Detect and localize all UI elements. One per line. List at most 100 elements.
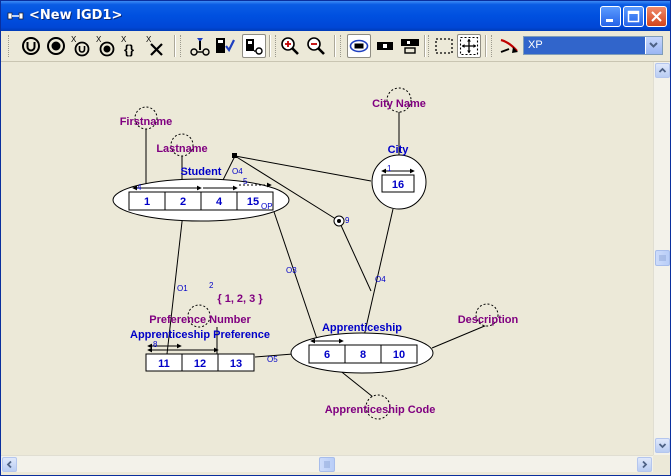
student-op-label: OP xyxy=(261,202,273,211)
toolbar-separator xyxy=(485,35,487,57)
link-icon xyxy=(246,39,263,55)
link-tool-button[interactable] xyxy=(242,34,266,58)
attribute-description-label: Description xyxy=(458,314,519,326)
toolbar-separator xyxy=(424,35,426,57)
horizontal-scrollbar[interactable] xyxy=(1,455,653,472)
close-button[interactable] xyxy=(646,6,667,27)
toolbar-grip[interactable] xyxy=(275,35,279,57)
chevron-left-icon xyxy=(6,460,12,469)
vertical-scroll-thumb[interactable] xyxy=(655,250,670,266)
attribute-lastname-shape[interactable] xyxy=(170,133,194,157)
zoom-out-button[interactable] xyxy=(304,34,328,58)
attribute-city-name-label: City Name xyxy=(372,98,426,110)
attribute-city-name-shape[interactable] xyxy=(386,87,412,113)
role-label-5: 5 xyxy=(243,177,248,186)
exclusion-marker[interactable] xyxy=(333,215,345,227)
connect-tool-button[interactable] xyxy=(188,34,212,58)
window-title: <New IGD1> xyxy=(29,8,123,23)
minimize-button[interactable] xyxy=(600,6,621,27)
role-label-o4-top: O4 xyxy=(232,167,243,176)
horizontal-scroll-thumb[interactable] xyxy=(319,457,335,472)
toolbar-separator xyxy=(334,35,336,57)
svg-text:X: X xyxy=(71,35,77,44)
scroll-up-button[interactable] xyxy=(655,63,670,78)
notation-style-value: XP xyxy=(528,39,543,51)
attribute-preference-number-shape[interactable] xyxy=(187,304,211,328)
table-view-button[interactable] xyxy=(398,34,422,58)
role-label-2: 2 xyxy=(209,281,214,290)
student-cell-2: 2 xyxy=(180,196,186,208)
move-tool-button[interactable] xyxy=(457,34,481,58)
apprenticeship-cell-2: 8 xyxy=(360,349,366,361)
notation-tool-button[interactable] xyxy=(497,34,521,58)
objectify-x-tool-button[interactable]: X xyxy=(94,34,118,58)
union-x-tool-button[interactable]: X xyxy=(69,34,93,58)
notation-style-select[interactable]: XP xyxy=(523,36,663,55)
app-icon xyxy=(7,9,25,23)
cross-x-icon: X xyxy=(146,35,163,56)
attribute-apprenticeship-code-shape[interactable] xyxy=(365,394,391,420)
apprenticeship-cell-1: 6 xyxy=(324,349,330,361)
close-icon xyxy=(651,11,662,22)
toolbar-grip[interactable] xyxy=(340,35,344,57)
svg-text:{}: {} xyxy=(124,42,134,57)
zoom-in-button[interactable] xyxy=(278,34,302,58)
entity-city-label: City xyxy=(388,144,410,156)
ellipse-view-button[interactable] xyxy=(347,34,371,58)
attribute-description-shape[interactable] xyxy=(475,303,499,327)
set-x-tool-button[interactable]: X{} xyxy=(119,34,143,58)
junction-handle[interactable] xyxy=(232,153,237,158)
dropdown-arrow-button[interactable] xyxy=(645,37,662,54)
attribute-preference-number-label: Preference Number xyxy=(149,314,251,326)
apprenticeship-key-row xyxy=(308,338,418,364)
check-icon xyxy=(216,38,235,53)
attribute-apprenticeship-code-label: Apprenticeship Code xyxy=(325,404,436,416)
toolbar-separator xyxy=(174,35,176,57)
diagram-canvas[interactable]: Student 1 2 4 15 OP City 16 App xyxy=(1,62,653,455)
preference-key-row xyxy=(145,343,255,372)
move-icon xyxy=(459,36,479,56)
scroll-down-button[interactable] xyxy=(655,438,670,453)
attribute-lastname-label: Lastname xyxy=(156,143,207,155)
student-key-row xyxy=(128,182,274,211)
scroll-left-button[interactable] xyxy=(2,457,17,472)
remove-x-tool-button[interactable]: X xyxy=(144,34,168,58)
role-label-o4-mid: O4 xyxy=(375,275,386,284)
chevron-right-icon xyxy=(642,460,648,469)
title-bar[interactable]: <New IGD1> xyxy=(1,1,670,31)
toolbar-grip[interactable] xyxy=(8,35,12,57)
scrollbar-corner xyxy=(653,455,670,472)
student-cell-1: 1 xyxy=(144,196,150,208)
ellipse-view-icon xyxy=(349,39,369,53)
preference-cell-1: 11 xyxy=(158,358,170,370)
student-cell-3: 4 xyxy=(216,196,223,208)
union-tool-button[interactable] xyxy=(19,34,43,58)
vertical-scrollbar[interactable] xyxy=(653,62,670,455)
preference-cell-3: 13 xyxy=(230,358,242,370)
attribute-firstname-label: Firstname xyxy=(120,116,173,128)
toolbar-grip[interactable] xyxy=(491,35,495,57)
role-label-o5: O5 xyxy=(267,355,278,364)
grip-lines-icon xyxy=(659,255,666,261)
attribute-firstname-shape[interactable] xyxy=(134,106,158,130)
selection-rectangle-icon xyxy=(435,38,453,54)
select-tool-button[interactable] xyxy=(432,34,456,58)
scroll-right-button[interactable] xyxy=(637,457,652,472)
check-tool-button[interactable] xyxy=(213,34,237,58)
diagram: Student 1 2 4 15 OP City 16 App xyxy=(112,87,519,420)
table-view-icon xyxy=(401,39,419,54)
toolbar-grip[interactable] xyxy=(180,35,184,57)
entity-student-label: Student xyxy=(181,166,222,178)
toolbar-separator xyxy=(269,35,271,57)
zoom-out-icon xyxy=(307,37,325,55)
box-view-button[interactable] xyxy=(373,34,397,58)
role-label-9: 9 xyxy=(345,216,350,225)
toolbar-grip[interactable] xyxy=(428,35,432,57)
svg-text:X: X xyxy=(121,35,127,44)
objectify-tool-button[interactable] xyxy=(44,34,68,58)
maximize-button[interactable] xyxy=(623,6,644,27)
chevron-down-icon xyxy=(649,42,658,48)
entity-apprenticeship-label: Apprenticeship xyxy=(322,322,402,334)
grip-lines-icon xyxy=(324,461,330,468)
